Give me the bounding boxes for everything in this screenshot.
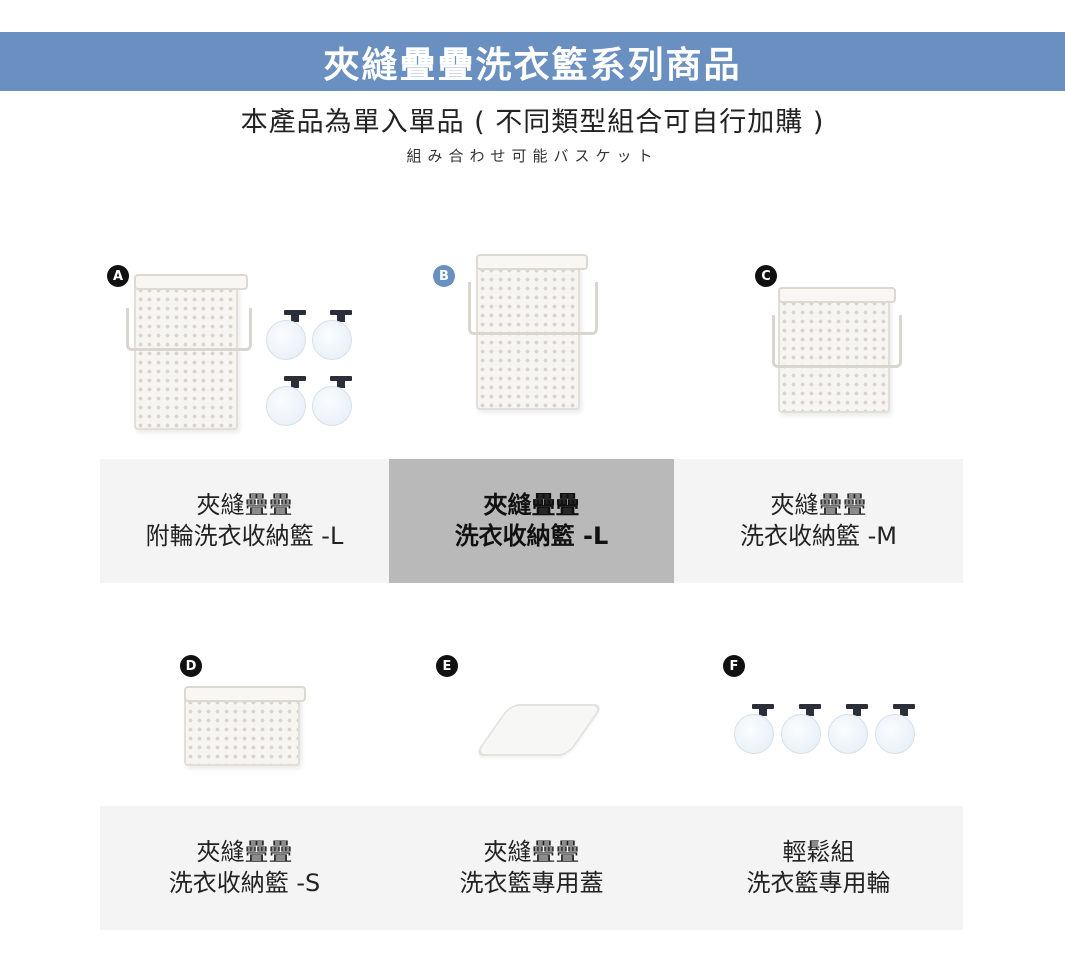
product-name-line2: 洗衣籃專用輪	[746, 869, 891, 897]
badge-f: F	[723, 655, 745, 677]
basket-rim	[184, 686, 306, 702]
product-name-line2: 附輪洗衣收納籃 -L	[145, 522, 344, 550]
badge-e: E	[436, 655, 458, 677]
subtitle-japanese: 組み合わせ可能バスケット	[406, 147, 659, 165]
product-name-line1: 輕鬆組	[782, 838, 855, 866]
basket-handle	[468, 282, 598, 335]
product-image-c[interactable]	[772, 285, 902, 420]
badge-b: B	[433, 265, 455, 287]
product-name-line1: 夾縫疊疊	[196, 838, 293, 866]
product-card-a[interactable]: 夾縫疊疊 附輪洗衣收納籃 -L	[100, 459, 389, 583]
badge-c: C	[755, 265, 777, 287]
product-name-line1: 夾縫疊疊	[196, 491, 293, 519]
badge-d: D	[180, 655, 202, 677]
product-row-1: 夾縫疊疊 附輪洗衣收納籃 -L 夾縫疊疊 洗衣收納籃 -L 夾縫疊疊 洗衣收納籃…	[100, 459, 963, 583]
product-name-line2: 洗衣收納籃 -M	[740, 522, 897, 550]
basket-rim	[476, 254, 588, 270]
basket-rim	[134, 274, 248, 290]
product-card-f[interactable]: 輕鬆組 洗衣籃專用輪	[674, 806, 963, 930]
caster-icon	[734, 704, 774, 754]
caster-icon	[312, 310, 352, 360]
product-card-b[interactable]: 夾縫疊疊 洗衣收納籃 -L	[389, 459, 674, 583]
product-image-e[interactable]	[470, 700, 605, 760]
basket-icon	[476, 264, 580, 410]
product-name-line2: 洗衣籃專用蓋	[459, 869, 604, 897]
basket-icon	[134, 284, 238, 430]
lid-icon	[473, 704, 605, 756]
badge-a: A	[107, 265, 129, 287]
caster-icon	[312, 376, 352, 426]
basket-rim	[778, 287, 896, 303]
basket-icon	[184, 696, 300, 766]
caster-icon	[828, 704, 868, 754]
caster-icon	[266, 376, 306, 426]
header-banner: 夾縫疊疊洗衣籃系列商品	[0, 32, 1065, 91]
product-image-b[interactable]	[468, 252, 598, 417]
product-name-line1: 夾縫疊疊	[770, 491, 867, 519]
product-name-line2: 洗衣收納籃 -L	[454, 522, 609, 550]
product-name-line1: 夾縫疊疊	[483, 491, 580, 519]
product-name-line1: 夾縫疊疊	[483, 838, 580, 866]
product-image-a[interactable]	[126, 268, 358, 438]
product-card-c[interactable]: 夾縫疊疊 洗衣收納籃 -M	[674, 459, 963, 583]
basket-handle	[126, 308, 252, 351]
product-name-line2: 洗衣收納籃 -S	[168, 869, 321, 897]
product-card-e[interactable]: 夾縫疊疊 洗衣籃專用蓋	[389, 806, 674, 930]
product-card-d[interactable]: 夾縫疊疊 洗衣收納籃 -S	[100, 806, 389, 930]
caster-icon	[875, 704, 915, 754]
product-image-d[interactable]	[180, 682, 310, 782]
subtitle: 本產品為單入單品 ( 不同類型組合可自行加購 )	[240, 107, 825, 138]
caster-icon	[781, 704, 821, 754]
product-image-f[interactable]	[734, 704, 924, 756]
caster-icon	[266, 310, 306, 360]
basket-handle	[772, 315, 902, 368]
page-title: 夾縫疊疊洗衣籃系列商品	[323, 44, 742, 86]
product-row-2: 夾縫疊疊 洗衣收納籃 -S 夾縫疊疊 洗衣籃專用蓋 輕鬆組 洗衣籃專用輪	[100, 806, 963, 930]
